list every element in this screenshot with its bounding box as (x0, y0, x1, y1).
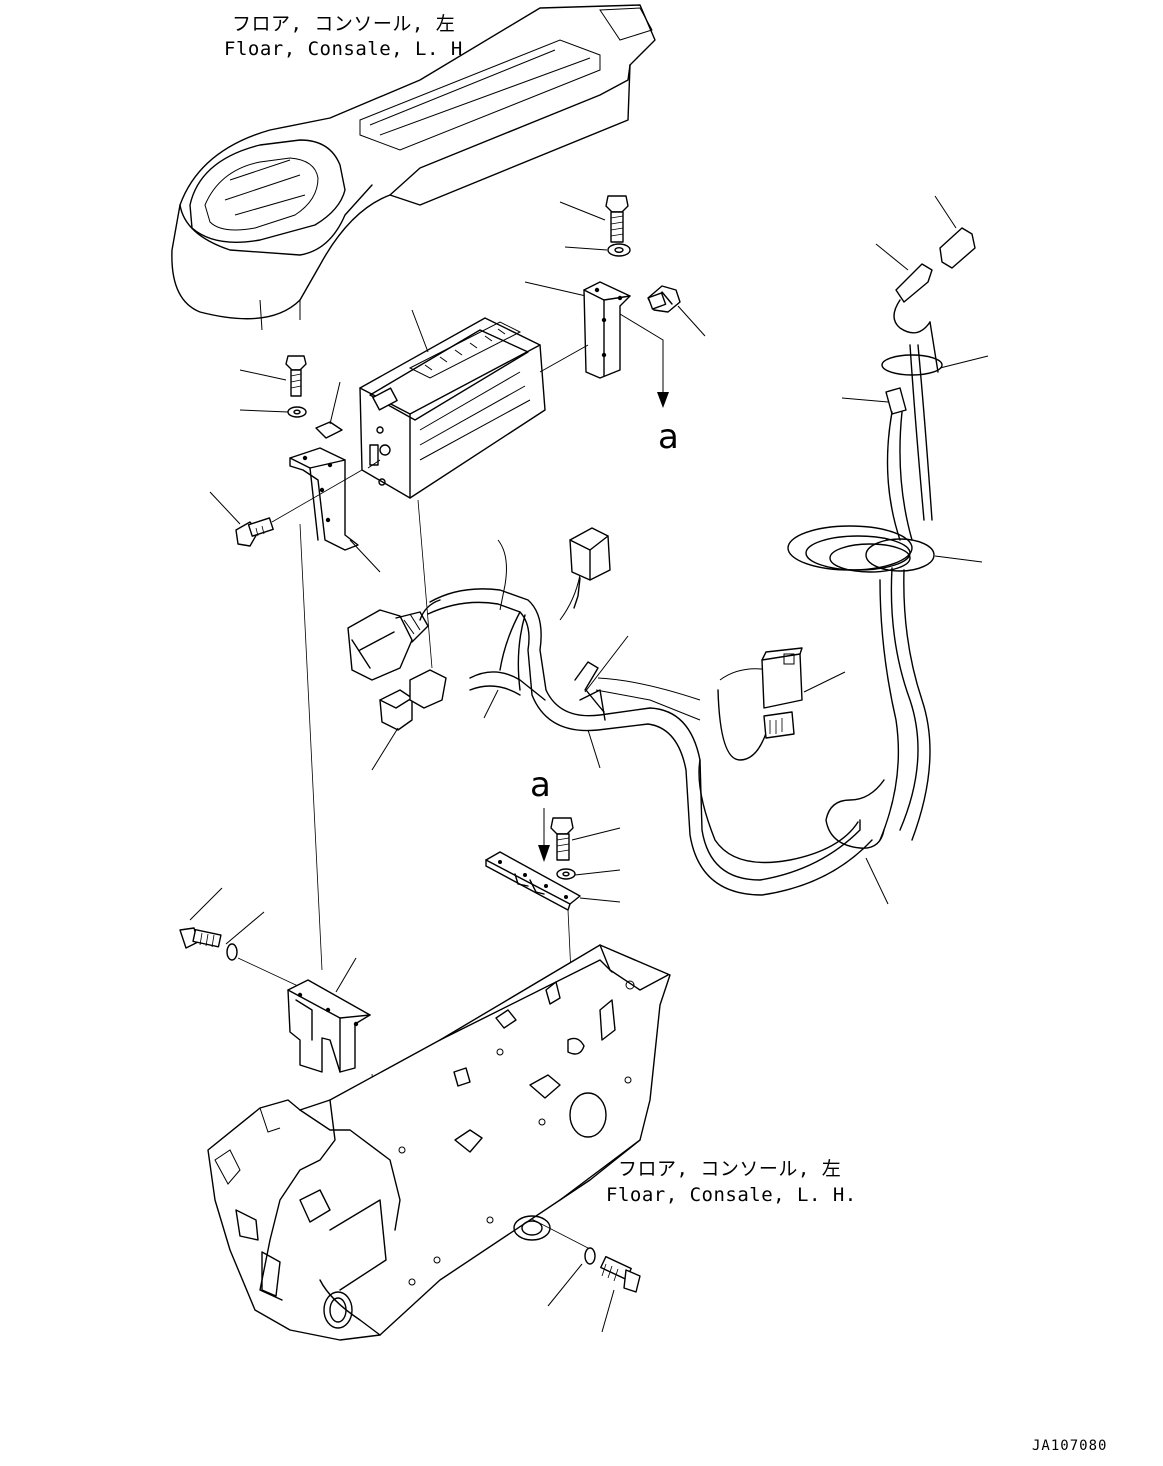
bolt-upper-center (605, 195, 629, 243)
bracket-left (289, 447, 359, 551)
bolt-lower-center (550, 817, 574, 861)
drawing-code: JA107080 (1032, 1438, 1107, 1454)
bracket-lower (287, 979, 371, 1073)
connector-large (347, 609, 429, 681)
antenna-cable (787, 227, 976, 849)
washer-lower-right (584, 1247, 596, 1265)
clip-left (315, 421, 343, 439)
lower-console-frame (207, 944, 671, 1341)
bolt-lower-right (600, 1255, 641, 1293)
connector-top (569, 527, 611, 609)
connector-small (379, 669, 447, 731)
bracket-right (583, 281, 631, 379)
flange-bolt-left (235, 517, 274, 547)
flange-bolt-right (647, 285, 681, 313)
washer-lower-left (226, 943, 238, 961)
upper-console-label-en: Floar, Consale, L. H. (224, 38, 475, 60)
bolt-lower-left (179, 927, 222, 949)
relay-box (761, 647, 803, 739)
upper-console (171, 4, 656, 331)
controller-unit (359, 317, 546, 499)
wiring-harness (419, 539, 873, 896)
bolt-left (285, 355, 307, 397)
upper-console-label-ja: フロア, コンソール, 左 (232, 13, 455, 35)
view-arrow-a-lower: a (530, 765, 551, 805)
washer-hole (614, 246, 624, 253)
plate-lower (485, 851, 581, 911)
lower-console-label-en: Floar, Consale, L. H. (606, 1184, 857, 1206)
lower-console-label-ja: フロア, コンソール, 左 (618, 1158, 841, 1180)
view-arrow-a-upper: a (658, 417, 679, 457)
